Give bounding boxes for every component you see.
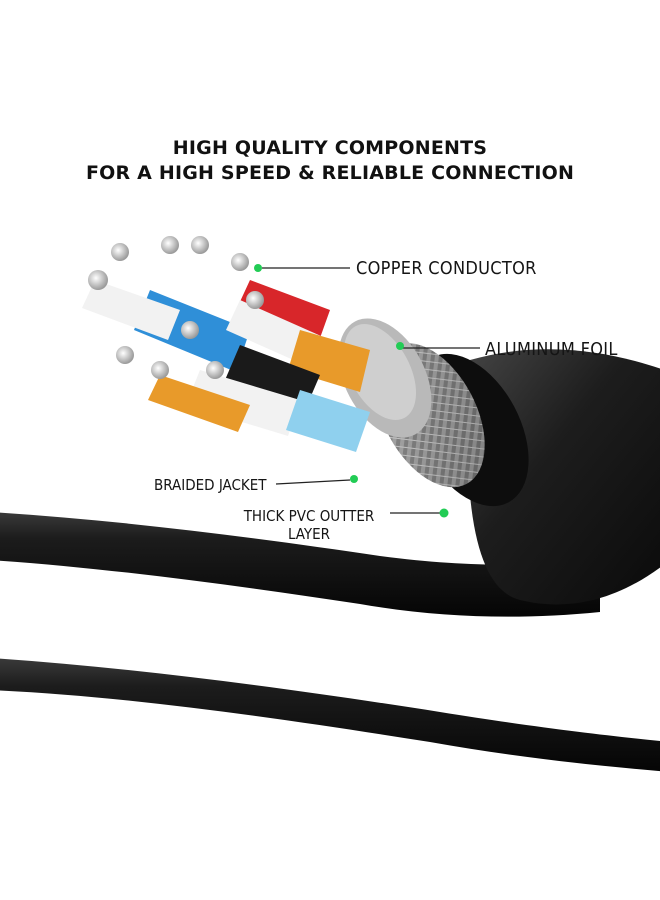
cable-lower-loop (0, 658, 660, 772)
marker-foil (396, 342, 404, 350)
conductor-end (116, 346, 134, 364)
pvc-label-line-1: THICK PVC OUTTER (243, 507, 375, 525)
wire-white-left (82, 280, 180, 340)
marker-copper (254, 264, 262, 272)
wire-black (225, 345, 320, 410)
conductor-end (151, 361, 169, 379)
pvc-outer-layer-label: THICK PVC OUTTER LAYER (232, 507, 386, 543)
marker-braid (350, 475, 358, 483)
marker-pvc (439, 508, 449, 518)
conductor-end (231, 253, 249, 271)
headline: HIGH QUALITY COMPONENTS FOR A HIGH SPEED… (0, 136, 660, 186)
wire-orange-lower (148, 375, 250, 432)
headline-line-1: HIGH QUALITY COMPONENTS (172, 137, 488, 159)
headline-line-2: FOR A HIGH SPEED & RELIABLE CONNECTION (85, 162, 575, 184)
conductor-end (161, 236, 179, 254)
wire-orange-top (288, 330, 370, 392)
conductor-end (181, 321, 199, 339)
conductor-end (191, 236, 209, 254)
conductor-end (88, 270, 108, 290)
conductor-ends (88, 236, 264, 379)
conductor-end (246, 291, 264, 309)
aluminum-foil-label: ALUMINUM FOIL (485, 339, 618, 360)
braided-jacket-label: BRAIDED JACKET (154, 476, 267, 494)
copper-conductor-label: COPPER CONDUCTOR (356, 258, 537, 279)
wire-lightblue (286, 390, 370, 452)
conductor-end (206, 361, 224, 379)
wire-bundle (82, 280, 370, 452)
pvc-label-line-2: LAYER (287, 525, 331, 543)
leader-braid (275, 479, 351, 485)
conductor-end (111, 243, 129, 261)
cable-middle (0, 512, 600, 617)
